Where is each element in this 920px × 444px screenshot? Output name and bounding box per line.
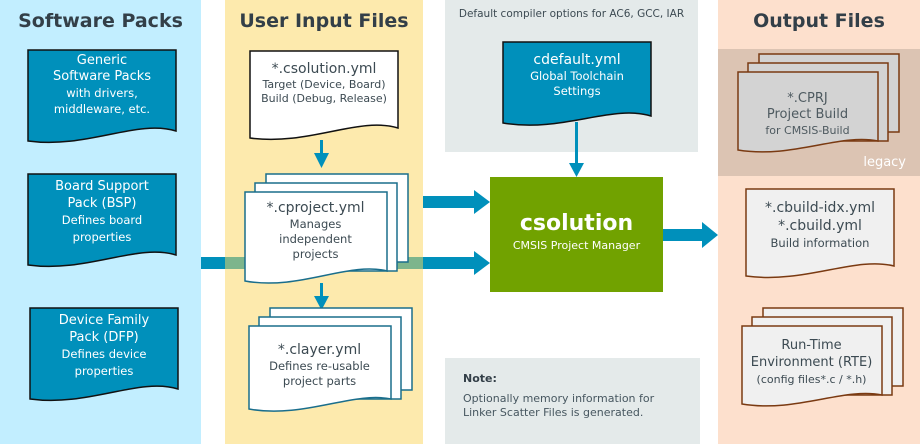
- doc-title: Generic: [76, 53, 128, 68]
- doc-line: Defines board: [61, 213, 143, 227]
- doc-line: Target (Device, Board): [262, 78, 386, 91]
- doc-line: properties: [74, 364, 134, 378]
- doc-line: with drivers,: [66, 86, 138, 100]
- doc-line: Pack (BSP): [67, 196, 137, 211]
- csolution-to-output-arrowhead: [702, 222, 718, 248]
- doc-title: *.csolution.yml: [271, 61, 377, 77]
- note-box: Note: Optionally memory information for …: [445, 358, 700, 444]
- legacy-label: legacy: [863, 155, 906, 170]
- doc-line: for CMSIS-Build: [765, 124, 850, 137]
- doc-title: *.cproject.yml: [266, 200, 365, 216]
- clayer-yml-doc-stack: *.clayer.yml Defines re-usable project p…: [248, 307, 418, 422]
- software-packs-title: Software Packs: [18, 10, 183, 32]
- doc-line: Defines device: [61, 347, 147, 361]
- input-to-csolution-arrowhead-lower: [474, 251, 490, 275]
- csolution-to-output-shaft: [663, 229, 703, 241]
- cprj-doc-stack: *.CPRJ Project Build for CMSIS-Build: [737, 53, 907, 168]
- cproject-to-clayer-arrowhead: [314, 296, 329, 310]
- doc-title: *.clayer.yml: [277, 342, 362, 358]
- note-line: Optionally memory information for: [463, 392, 655, 405]
- doc-title: Run-Time: [781, 338, 842, 353]
- cdefault-to-csolution-line: [575, 122, 578, 166]
- doc-line: Environment (RTE): [750, 355, 873, 370]
- csolution-yml-doc: *.csolution.yml Target (Device, Board) B…: [249, 50, 399, 145]
- csolution-title: csolution: [519, 211, 634, 236]
- cbuild-yml-doc: *.cbuild-idx.yml *.cbuild.yml Build info…: [745, 188, 895, 283]
- doc-line: middleware, etc.: [53, 102, 151, 116]
- doc-title: Device Family: [58, 313, 150, 328]
- doc-line: Software Packs: [52, 69, 152, 84]
- doc-line: Global Toolchain: [530, 69, 624, 83]
- csolution-yml-to-cproject-line: [320, 140, 323, 156]
- doc-line: (config files*.c / *.h): [756, 373, 867, 386]
- board-support-pack-doc: Board Support Pack (BSP) Defines board p…: [27, 173, 177, 273]
- doc-title: *.cbuild-idx.yml: [765, 200, 875, 216]
- default-compiler-caption: Default compiler options for AC6, GCC, I…: [458, 8, 685, 20]
- doc-line: Project Build: [766, 107, 849, 122]
- cdefault-yml-doc: cdefault.yml Global Toolchain Settings: [502, 41, 652, 131]
- doc-line: independent: [279, 232, 352, 246]
- doc-line: Build (Debug, Release): [261, 92, 387, 105]
- doc-line: Defines re-usable: [269, 359, 370, 373]
- doc-line: Settings: [553, 84, 601, 98]
- doc-line: Manages: [289, 217, 342, 231]
- note-text: Optionally memory information for Linker…: [463, 392, 654, 420]
- note-title: Note:: [463, 372, 497, 385]
- doc-line: Build information: [770, 236, 870, 250]
- doc-line: properties: [72, 230, 132, 244]
- input-to-csolution-shaft-upper: [423, 196, 475, 208]
- csolution-yml-to-cproject-arrowhead: [314, 153, 329, 168]
- rte-doc-stack: Run-Time Environment (RTE) (config files…: [741, 307, 911, 422]
- doc-title: *.CPRJ: [787, 91, 828, 106]
- csolution-subtitle: CMSIS Project Manager: [512, 239, 641, 252]
- doc-line: projects: [292, 247, 339, 261]
- csolution-block: csolution CMSIS Project Manager: [490, 177, 663, 292]
- cproject-yml-doc-stack: *.cproject.yml Manages independent proje…: [244, 173, 414, 288]
- input-to-csolution-shaft-lower: [423, 257, 475, 269]
- input-to-csolution-arrowhead-upper: [474, 190, 490, 214]
- cproject-to-clayer-line: [320, 283, 323, 299]
- doc-title: Board Support: [55, 179, 149, 194]
- doc-line: *.cbuild.yml: [778, 218, 862, 234]
- packs-to-input-connector: [201, 257, 225, 269]
- device-family-pack-doc: Device Family Pack (DFP) Defines device …: [29, 307, 179, 407]
- user-input-files-title: User Input Files: [239, 10, 409, 32]
- cdefault-to-csolution-arrowhead: [569, 163, 584, 177]
- doc-line: Pack (DFP): [69, 330, 139, 345]
- generic-software-packs-doc: Generic Software Packs with drivers, mid…: [27, 49, 177, 149]
- doc-title: cdefault.yml: [533, 52, 621, 68]
- doc-line: project parts: [282, 374, 357, 388]
- output-files-title: Output Files: [753, 10, 885, 32]
- note-line: Linker Scatter Files is generated.: [463, 406, 644, 419]
